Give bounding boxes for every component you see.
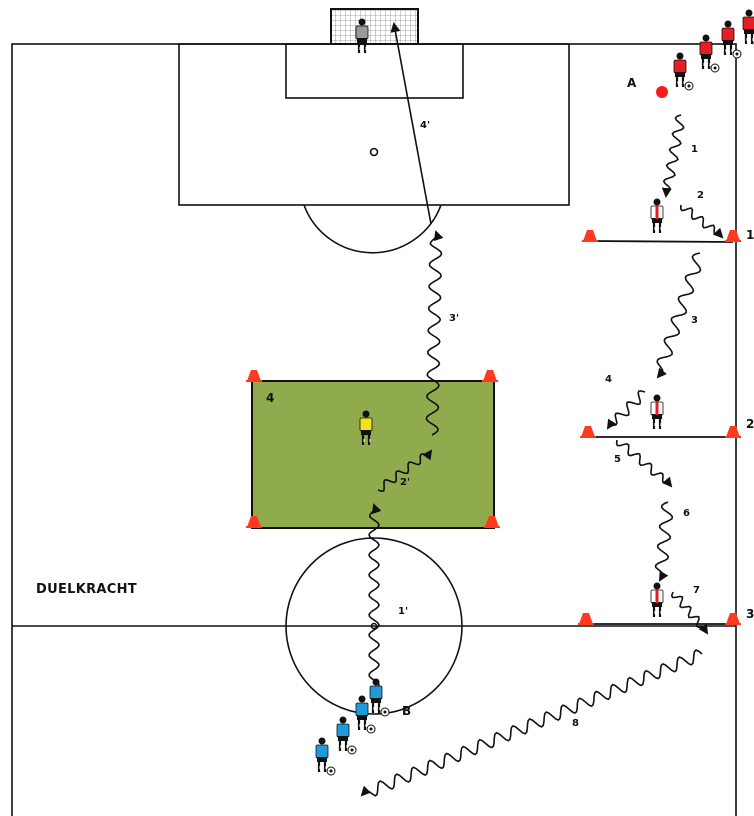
zone-player: [359, 410, 373, 445]
cone: [578, 613, 594, 625]
arrow-a-5: [615, 439, 673, 488]
arrow-b-2: [377, 449, 433, 493]
arrow-a-4: [606, 390, 646, 430]
gate-line-1: [589, 240, 734, 243]
route-a-step-3: 3: [691, 315, 698, 326]
players: [315, 9, 754, 776]
arrow-a-3: [656, 252, 702, 379]
group-b-label: B: [402, 704, 412, 718]
defender-gate-1: [650, 198, 664, 233]
player-b-1: [369, 678, 390, 717]
arrow-a-6: [654, 501, 674, 582]
cone: [580, 426, 596, 438]
drill-title: DUELKRACHT: [36, 582, 137, 597]
goalkeeper: [355, 18, 369, 53]
arrow-b-1: [368, 503, 382, 691]
player-a-4: [673, 52, 694, 91]
gate-label-1: 1: [746, 228, 754, 242]
route-a-step-2: 2: [697, 190, 704, 201]
defender-gate-3: [650, 582, 664, 617]
route-b-step-1: 1': [398, 606, 409, 617]
start-ball-marker: [656, 86, 668, 98]
penalty-spot: [369, 147, 379, 157]
cone: [482, 370, 498, 382]
arrow-a-2: [679, 204, 724, 239]
gate-lines: [586, 240, 734, 625]
cone: [246, 370, 262, 382]
cone: [484, 516, 500, 528]
arrow-a-8: [360, 649, 703, 797]
cone: [725, 230, 741, 242]
route-arrows: [360, 22, 724, 797]
route-a-step-7: 7: [693, 585, 700, 596]
cone: [246, 516, 262, 528]
arrow-a-1: [661, 114, 685, 198]
arrow-a-7: [670, 591, 709, 635]
arrow-b-4: [390, 22, 432, 225]
cone: [582, 230, 598, 242]
player-a-1: [742, 9, 754, 46]
gate-label-2: 2: [746, 417, 754, 431]
route-b-step-3: 3': [449, 313, 460, 324]
penalty-arc: [303, 204, 442, 254]
arrow-b-3: [425, 230, 444, 436]
route-a-step-4: 4: [605, 374, 612, 385]
center-circle: [285, 537, 463, 715]
cone: [725, 613, 741, 625]
goal-area: [285, 43, 464, 99]
player-a-2: [721, 20, 742, 59]
duel-zone: [251, 380, 495, 529]
cones: [246, 230, 741, 625]
route-b-step-2: 2': [400, 477, 411, 488]
group-a-label: A: [627, 76, 637, 90]
route-b-step-4: 4': [420, 120, 431, 131]
goal: [330, 8, 419, 45]
player-b-3: [336, 716, 357, 755]
center-spot: [370, 622, 378, 630]
cone: [725, 426, 741, 438]
player-b-4: [315, 737, 336, 776]
route-a-step-6: 6: [683, 508, 690, 519]
penalty-area: [178, 43, 570, 206]
route-a-step-1: 1: [691, 144, 698, 155]
player-b-2: [355, 695, 376, 734]
defender-gate-2: [650, 394, 664, 429]
gate-label-3: 3: [746, 607, 754, 621]
player-a-3: [699, 34, 720, 73]
route-a-step-8: 8: [572, 718, 579, 729]
route-a-step-5: 5: [614, 454, 621, 465]
zone-label: 4: [266, 391, 275, 405]
